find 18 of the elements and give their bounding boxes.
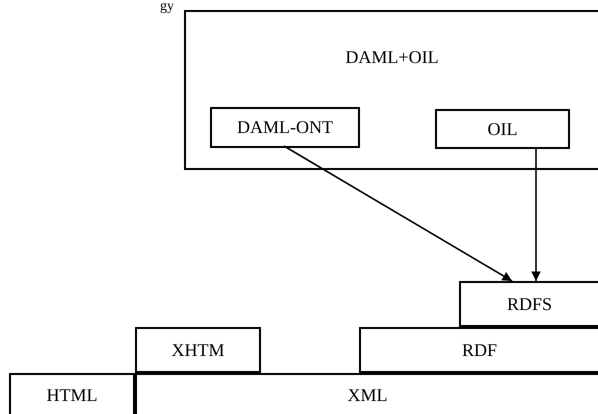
box-label: RDFS (506, 292, 554, 316)
box-label: HTML (46, 384, 98, 407)
box-label: XML (346, 384, 388, 407)
layer-box (459, 281, 598, 327)
box-label: DAML+OIL (344, 46, 440, 68)
layer-box (9, 373, 135, 414)
box-label: DAML-ONT (236, 116, 334, 139)
layer-box (135, 373, 598, 414)
arrow (531, 147, 541, 281)
box-label: XHTM (170, 338, 226, 362)
layer-box (210, 107, 360, 148)
box-label: OIL (486, 118, 518, 140)
box-label: RDF (460, 338, 498, 362)
layer-box (359, 327, 598, 373)
layer-box (435, 109, 570, 149)
layer-box (135, 327, 261, 373)
group-box (184, 10, 598, 170)
heading-fragment: gy (160, 0, 174, 14)
